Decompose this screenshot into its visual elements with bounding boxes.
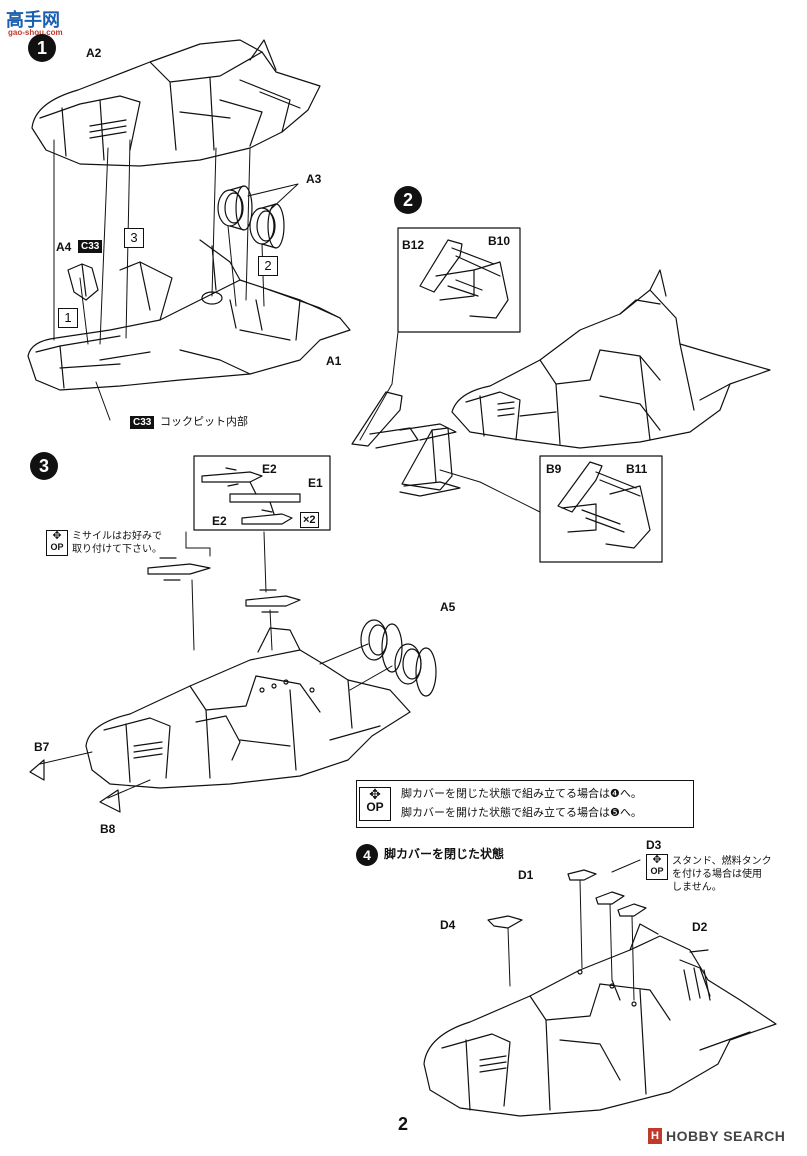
- optional-parts-icon: ✥ OP: [46, 530, 68, 556]
- part-label-a5: A5: [440, 600, 456, 614]
- puzzle-icon: ✥: [369, 786, 381, 802]
- part-label-b10: B10: [488, 234, 511, 248]
- part-tag-c33: C33: [78, 240, 103, 253]
- missile-note-line2: 取り付けて下さい。: [72, 544, 162, 555]
- part-label-b11: B11: [626, 462, 648, 476]
- choice-line-closed: 脚カバーを閉じた状態で組み立てる場合は❹へ。: [401, 788, 642, 800]
- order-number-3: 3: [124, 228, 144, 248]
- step-2-marker: 2: [394, 186, 422, 214]
- order-number-1: 1: [58, 308, 78, 328]
- step3-guide-lines: [39, 531, 393, 799]
- cockpit-caption: コックピット内部: [160, 416, 248, 428]
- step1-guide-lines: [53, 139, 299, 421]
- step4-optional-label: OP: [650, 866, 664, 876]
- step3-missile-detail-box: [193, 455, 331, 531]
- step4-note-line3: しません。: [672, 882, 722, 893]
- order-number-2: 2: [258, 256, 278, 276]
- choice-optional-label: OP: [366, 800, 384, 814]
- part-label-d3: D3: [646, 838, 662, 852]
- step2-stand-parts: [351, 391, 461, 497]
- step3-hull: [85, 627, 411, 789]
- hull-lower-a1-drawing: [27, 239, 351, 391]
- choice-optional-icon: ✥ OP: [359, 787, 391, 821]
- part-label-b8: B8: [100, 822, 116, 836]
- part-label-d4: D4: [440, 918, 456, 932]
- step4-note-line1: スタンド、燃料タンク: [672, 856, 772, 867]
- part-label-b7: B7: [34, 740, 50, 754]
- part-label-a1: A1: [326, 354, 342, 368]
- part-label-a4: A4: [56, 240, 72, 254]
- optional-label: OP: [50, 542, 64, 552]
- nose-cap-b8-drawing: [99, 789, 121, 813]
- step-4-marker: 4: [356, 844, 378, 866]
- step2-stand-detail-boxes: [397, 227, 663, 563]
- assembly-choice-box: ✥ OP 脚カバーを閉じた状態で組み立てる場合は❹へ。 脚カバーを開けた状態で組…: [356, 780, 694, 828]
- hull-upper-a2-drawing: [31, 39, 321, 167]
- step4-hull: [423, 923, 777, 1117]
- step3-missiles: [147, 557, 301, 613]
- step4-note-line2: を付ける場合は使用: [672, 869, 762, 880]
- step4-covers: [487, 869, 647, 929]
- step4-guide-lines: [507, 859, 641, 1001]
- choice-line-open: 脚カバーを開けた状態で組み立てる場合は❺へ。: [401, 807, 642, 819]
- step2-assembled-hull: [451, 269, 771, 449]
- step-4-title: 脚カバーを閉じた状態: [384, 847, 505, 861]
- nose-cap-b7-drawing: [29, 759, 45, 781]
- hobby-search-brand: HOBBY SEARCH: [666, 1128, 786, 1144]
- site-logo-text: 高手网: [6, 10, 60, 30]
- puzzle-icon: ✥: [652, 854, 662, 866]
- missile-note-line1: ミサイルはお好みで: [72, 531, 162, 542]
- part-label-a3: A3: [306, 172, 322, 186]
- thruster-rings-a3-drawing: [217, 185, 285, 249]
- step-1-marker: 1: [28, 34, 56, 62]
- step-3-marker: 3: [30, 452, 58, 480]
- part-label-e1: E1: [308, 476, 323, 490]
- step2-leader-lines: [391, 331, 541, 513]
- part-label-e2-top: E2: [262, 462, 277, 476]
- step4-optional-icon: ✥ OP: [646, 854, 668, 880]
- hobby-search-logo-mark: H: [648, 1128, 662, 1144]
- part-label-b9: B9: [546, 462, 562, 476]
- part-label-b12: B12: [402, 238, 425, 252]
- part-label-d1: D1: [518, 868, 534, 882]
- part-label-d2: D2: [692, 920, 708, 934]
- caption-tag-c33: C33: [130, 416, 155, 429]
- page-number: 2: [398, 1114, 409, 1134]
- part-label-a2: A2: [86, 46, 102, 60]
- site-domain-text: gao-shou.com: [8, 28, 63, 37]
- puzzle-icon: ✥: [52, 530, 62, 542]
- part-label-e2-bottom: E2: [212, 514, 227, 528]
- step3-thrusters-a5: [360, 619, 437, 697]
- seat-a4-drawing: [67, 263, 99, 301]
- quantity-x2: ×2: [300, 512, 319, 528]
